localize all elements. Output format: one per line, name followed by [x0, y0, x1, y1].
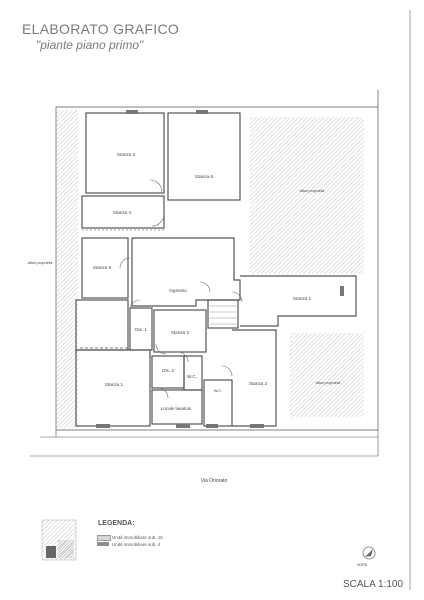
north-label: NORD: [357, 563, 368, 567]
label-stanza6: Stanza 6: [195, 174, 214, 179]
stairs: [210, 305, 236, 325]
page-title: ELABORATO GRAFICO: [22, 21, 180, 37]
label-stanza2-right: Stanza 2: [249, 381, 268, 386]
room-ingresso: [131, 237, 241, 307]
legend-swatch-sub16: [97, 535, 111, 541]
altra-proprieta-left-area: [56, 110, 78, 428]
label-wc1: W.C.: [187, 374, 197, 379]
legend-item-sub16: Unità immobiliare sub. 16: [112, 535, 163, 540]
door-swing: [199, 281, 211, 293]
legend-item-sub4: Unità immobiliare sub. 4: [112, 542, 161, 547]
scale-label: SCALA 1:100: [343, 579, 404, 590]
door-swing: [129, 299, 141, 311]
label-stanza3: Stanza 3: [117, 152, 136, 157]
label-stanza2-mid: Stanza 2: [171, 330, 190, 335]
door-swings: [119, 179, 243, 399]
label-altra-proprieta-right: altra proprietà: [316, 380, 341, 385]
label-stanza5: Stanza 5: [93, 265, 112, 270]
altra-proprieta-right-area: [290, 333, 364, 417]
room-stanza4: [81, 195, 165, 229]
door-swing: [177, 351, 189, 363]
label-ingresso: Ingresso: [169, 288, 187, 293]
label-dis1: Dis. 1: [135, 327, 147, 332]
room-stanza1-left: [75, 349, 151, 427]
label-altra-proprieta-top: altra proprietà: [300, 188, 325, 193]
label-stanza4: Stanza 4: [113, 210, 132, 215]
stair-block: [207, 299, 239, 329]
legend-title: LEGENDA:: [98, 520, 135, 527]
room-wc-small: [203, 379, 233, 427]
label-dis2: Dis. 2: [162, 368, 174, 373]
room-stanza6: [167, 112, 241, 201]
room-left-middle: [75, 299, 129, 351]
door-swing: [157, 387, 169, 399]
room-stanza5: [81, 237, 129, 299]
room-stanza1-right: [240, 275, 357, 327]
label-locale-lavatoio: Locale lavatoio: [161, 406, 192, 411]
door-swing: [221, 365, 233, 377]
label-stanza1-right: Stanza 1: [293, 296, 312, 301]
label-altra-proprieta-left: altra proprietà: [28, 260, 53, 265]
room-wc: [183, 355, 203, 391]
door-swing: [155, 343, 167, 355]
street-name: Via Onorato: [201, 478, 228, 484]
north-arrow-icon: [362, 546, 376, 560]
room-dis1: [129, 307, 153, 351]
label-stanza1-left: Stanza 1: [105, 382, 124, 387]
label-wc2: w.c.: [214, 388, 222, 393]
door-swing: [119, 257, 131, 269]
door-swing: [149, 179, 163, 193]
legend-swatch-sub4: [97, 542, 109, 546]
room-stanza3: [85, 112, 165, 194]
room-stanza2-right: [232, 329, 277, 427]
door-swing: [151, 213, 165, 227]
legend-thumbnail: [41, 519, 77, 561]
door-swing: [231, 291, 243, 303]
altra-proprieta-top-area: [250, 117, 364, 274]
page-subtitle: "piante piano primo": [36, 38, 144, 52]
facade-windows: [96, 110, 344, 428]
